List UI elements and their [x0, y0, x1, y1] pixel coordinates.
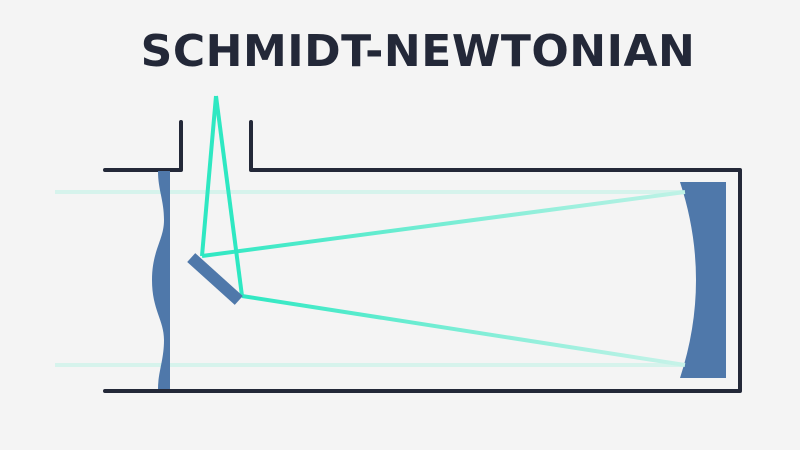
- primary-mirror: [680, 182, 726, 378]
- incoming-light: [55, 190, 690, 367]
- tube-top-left-segment: [103, 120, 183, 172]
- corrector-plate: [152, 171, 170, 389]
- tube-top-right-segment: [103, 120, 742, 393]
- tube: [103, 120, 742, 393]
- exit-ray-left: [200, 95, 218, 257]
- converging-ray-bottom: [241, 294, 686, 367]
- exit-ray-right: [214, 95, 244, 297]
- diagonal-mirror: [187, 253, 243, 305]
- reflected-beam: [200, 95, 686, 367]
- converging-ray-top: [201, 190, 686, 258]
- diagram-title: SCHMIDT-NEWTONIAN: [140, 26, 696, 77]
